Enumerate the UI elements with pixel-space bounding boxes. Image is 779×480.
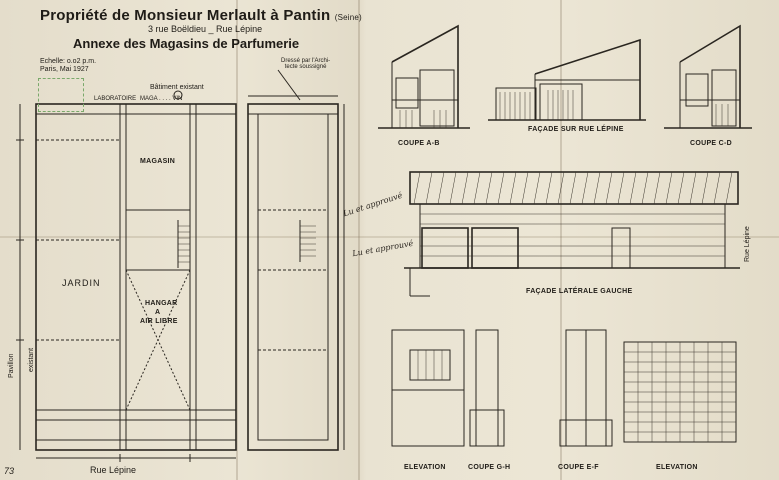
coupe-ef-label: COUPE E-F [558,464,599,471]
jardin-label: JARDIN [62,278,101,288]
paper-fold [236,0,238,480]
page-number: 73 [4,466,15,476]
detail-elevation-1 [391,329,465,447]
detail-elevation-2 [623,341,737,443]
date-note: Paris, Mai 1927 [40,66,89,73]
hangar-label: HANGAR [145,300,178,307]
section-cd [664,24,752,129]
detail-section-ef [559,329,613,447]
drawing-title: Propriété de Monsieur Merlault à Pantin … [40,7,362,24]
magasin-label: MAGASIN [140,158,176,165]
paper-fold [358,0,360,480]
hangar-a-label: A [155,309,161,316]
paper-fold [560,0,562,480]
upper-floor-plan [247,69,345,451]
drawing-address: 3 rue Boëldieu _ Rue Lépine [148,24,263,34]
facade-laterale-label: FAÇADE LATÉRALE GAUCHE [526,288,633,295]
scale-note: Echelle: o.o2 p.m. [40,58,97,65]
facade-rue-label: FAÇADE SUR RUE LÉPINE [528,126,624,133]
existant-label: existant [28,347,35,372]
elevation-1-label: ELEVATION [404,464,446,471]
elevation-2-label: ELEVATION [656,464,698,471]
rue-lepine-vertical-label: Rue Lépine [744,226,751,262]
section-ab [378,24,470,129]
street-facade [488,38,646,121]
approval-stamp [38,78,84,112]
street-label: Rue Lépine [90,465,137,475]
air-libre-label: AIR LIBRE [140,318,178,325]
ground-floor-plan [16,90,237,462]
labo-label: LABORATOIRE [94,96,137,102]
drawing-subtitle: Annexe des Magasins de Parfumerie [73,36,300,51]
existing-building-label: Bâtiment existant [150,84,204,91]
detail-section-gh [469,329,505,447]
magasin-top-label: MAGA . . . . VIN [140,96,183,102]
architect-note: Dressé par l'Archi- tecte soussigné [281,58,331,70]
pavillon-label: Pavillon [8,353,15,378]
paper-fold [0,236,779,238]
side-facade [404,171,740,297]
coupe-cd-label: COUPE C-D [690,140,732,147]
coupe-ab-label: COUPE A-B [398,140,440,147]
coupe-gh-label: COUPE G-H [468,464,511,471]
